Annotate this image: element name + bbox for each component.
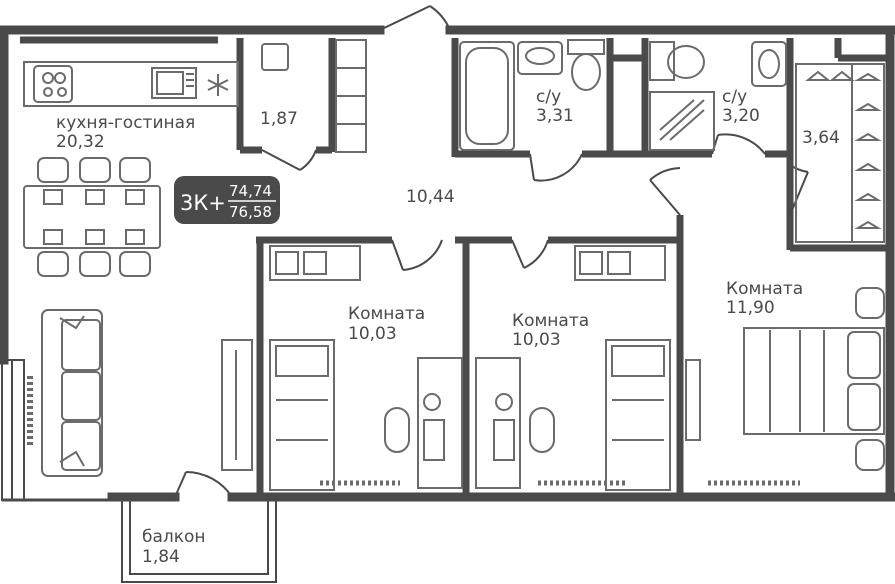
kitchen-area: 20,32: [56, 132, 105, 152]
balcony-name: балкон: [142, 527, 206, 547]
badge-background: [174, 176, 280, 224]
room2-area: 10,03: [512, 330, 561, 350]
bath1-area: 3,31: [536, 106, 574, 126]
wardrobe-rails: [795, 63, 885, 243]
tv-unit: [221, 339, 253, 471]
bath2-name: с/у: [722, 87, 747, 107]
interior-walls: [20, 36, 890, 497]
kitchen-counter: [23, 61, 239, 107]
room-labels: кухня-гостиная 20,32 1,87 10,44 с/у 3,31…: [56, 87, 840, 567]
bath2-fixtures: [649, 41, 787, 151]
room3-furniture: [685, 287, 885, 486]
apartment-total-area: 76,58: [229, 203, 272, 221]
balcony-frame: [121, 500, 277, 583]
room3-area: 11,90: [726, 298, 775, 318]
room1-area: 10,03: [348, 324, 397, 344]
storage-shelves: [261, 39, 367, 153]
room1-name: Комната: [348, 304, 425, 324]
dining-table: [23, 157, 161, 277]
area-badge: 3К+ 74,74 76,58: [174, 176, 280, 224]
storage-area: 1,87: [260, 109, 298, 129]
sofa: [27, 309, 103, 477]
room2-furniture: [475, 245, 671, 491]
bath1-name: с/у: [536, 87, 561, 107]
apartment-living-area: 74,74: [229, 182, 272, 200]
room1-furniture: [269, 245, 463, 491]
bath1-fixtures: [459, 39, 605, 151]
outer-walls: [0, 25, 895, 502]
wardrobe-area: 3,64: [802, 128, 840, 148]
room3-name: Комната: [726, 279, 803, 299]
kitchen-name: кухня-гостиная: [56, 113, 195, 133]
balcony-area: 1,84: [142, 547, 180, 567]
hall-area: 10,44: [406, 187, 455, 207]
room2-name: Комната: [512, 311, 589, 331]
doors: [174, 5, 809, 498]
bath2-area: 3,20: [722, 106, 760, 126]
apartment-type-label: 3К+: [180, 191, 226, 215]
